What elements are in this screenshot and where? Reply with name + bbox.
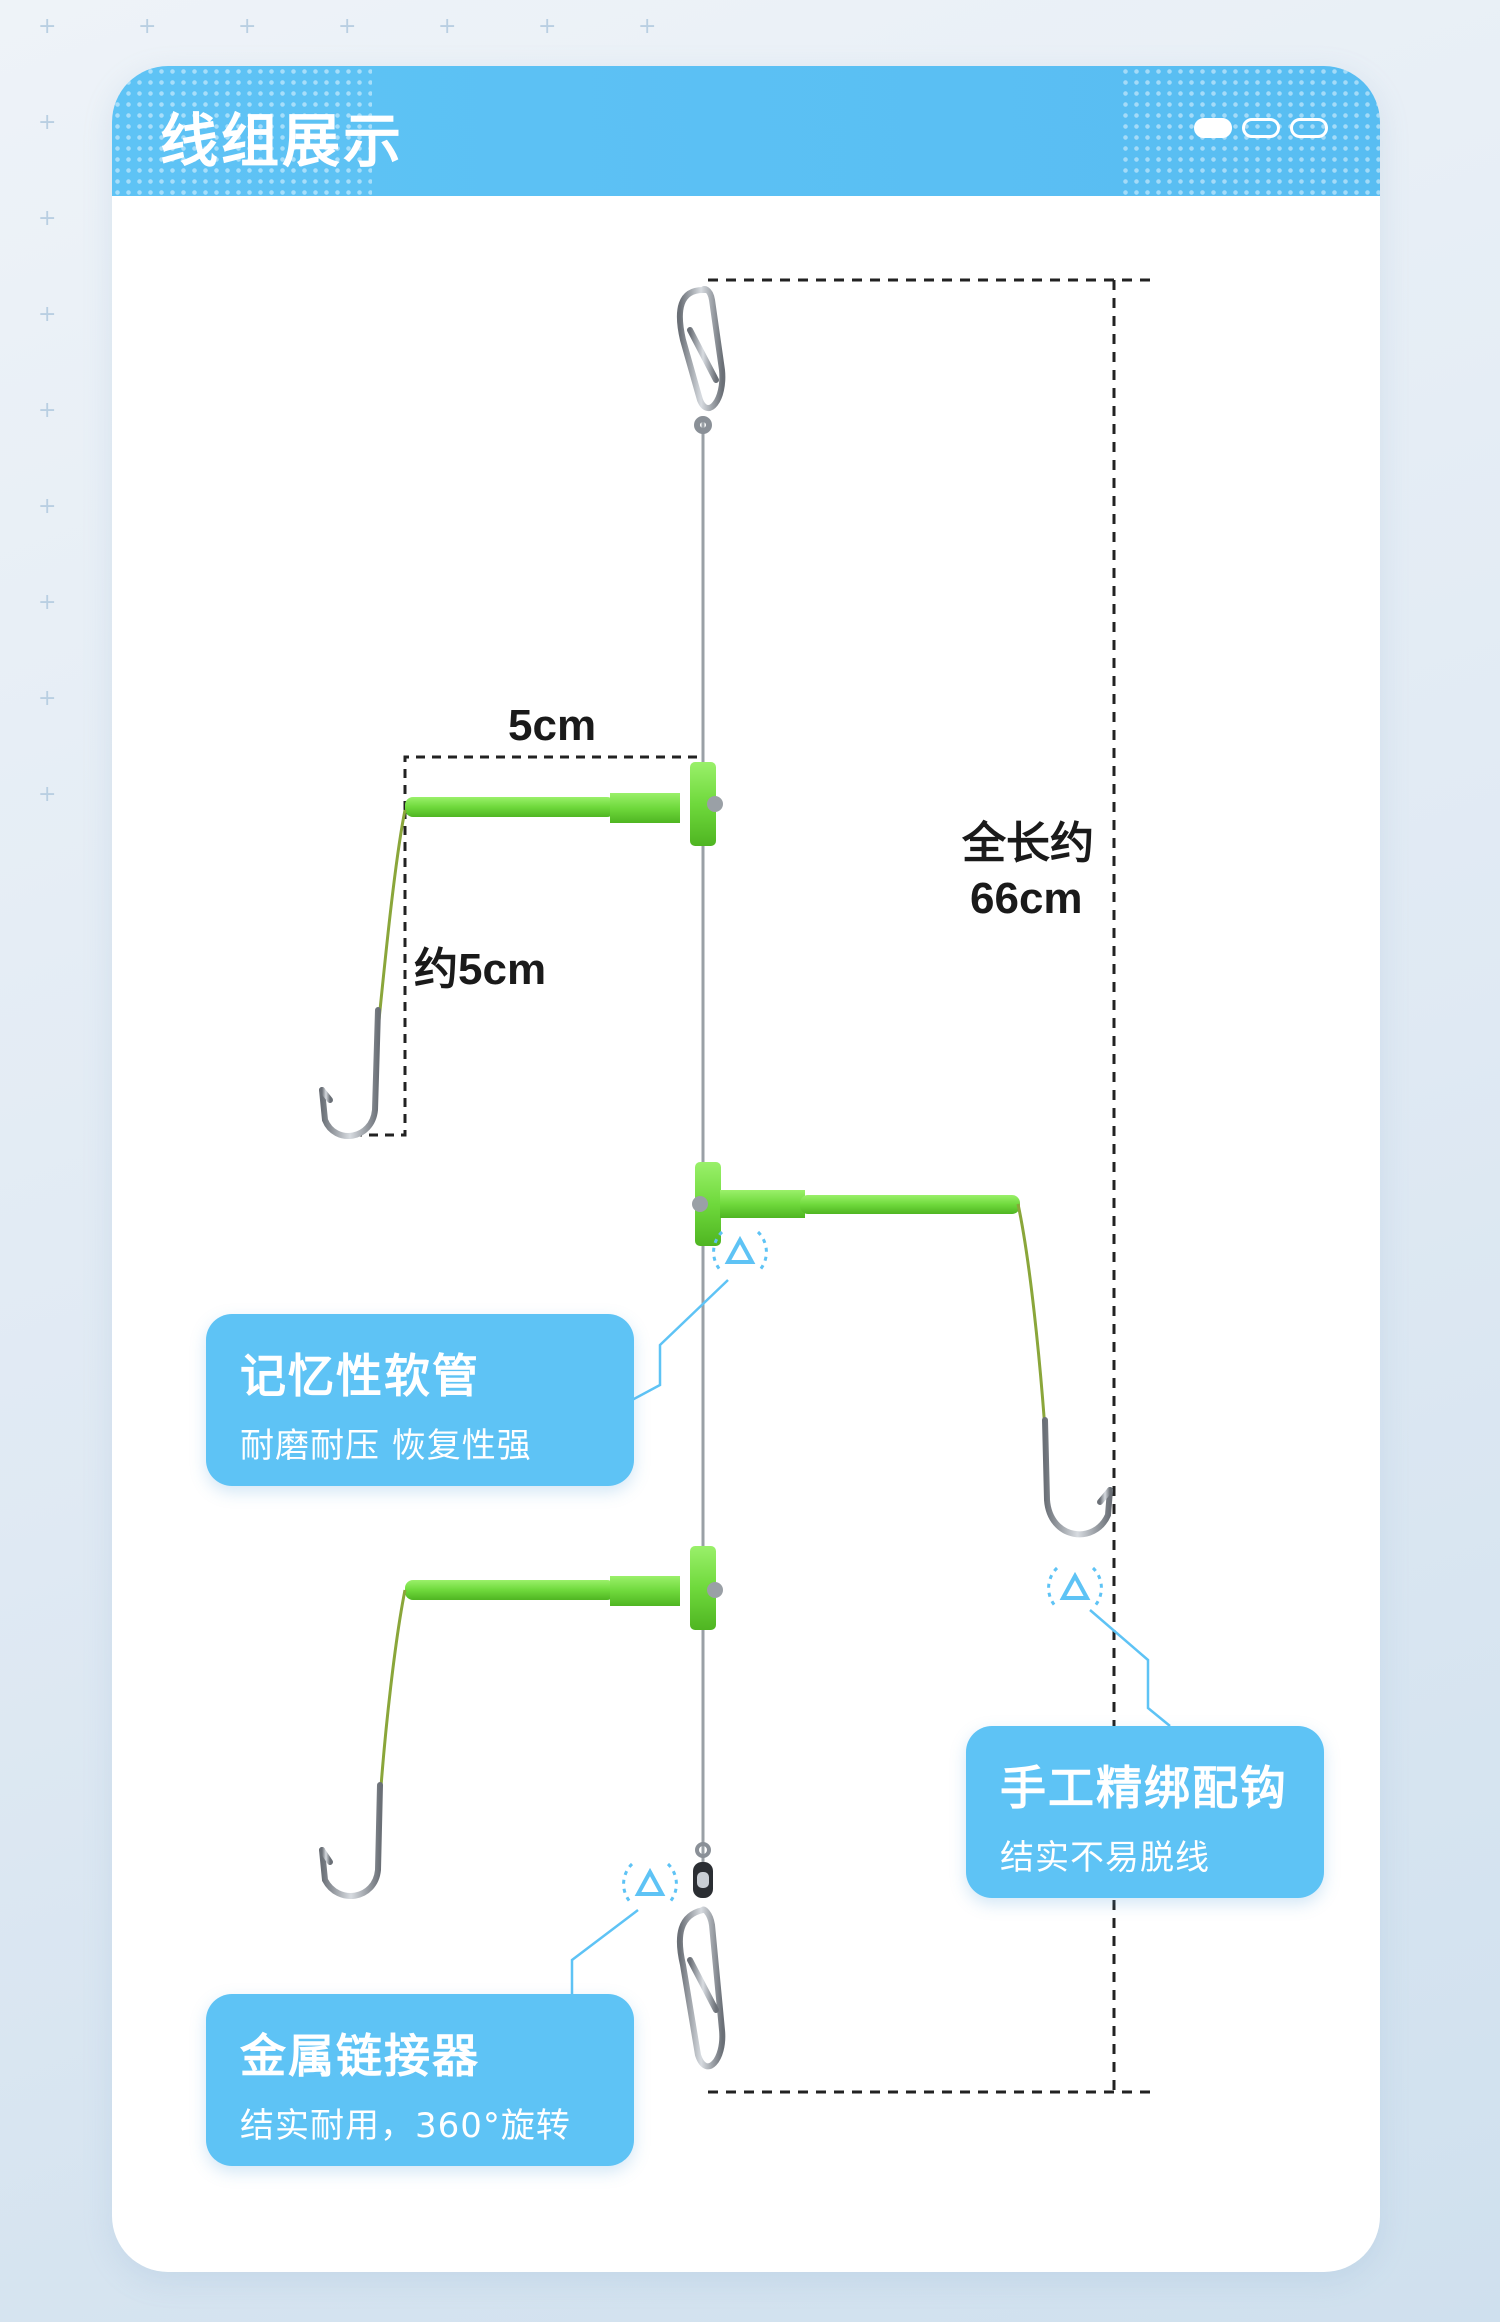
pager-dot-2[interactable]: [1242, 118, 1280, 138]
carousel-indicator[interactable]: [1194, 118, 1328, 138]
middle-snell: [1016, 1203, 1047, 1431]
section-title: 线组展示: [160, 107, 405, 175]
connector-callout: 金属链接器 结实耐用，360°旋转: [206, 1994, 634, 2166]
bottom-swivel-icon: [693, 1842, 713, 1898]
arm-length-label: 5cm: [508, 701, 597, 750]
snell-length-label: 约5cm: [414, 945, 547, 994]
middle-hook-icon: [1042, 1417, 1113, 1538]
tube-leader: [631, 1279, 729, 1402]
upper-boom-arm: [405, 762, 723, 846]
connector-leader: [570, 1909, 639, 1994]
hook-marker-icon: [1047, 1566, 1103, 1610]
lower-hook-icon: [319, 1782, 383, 1899]
upper-snell: [376, 809, 407, 1031]
tube-callout: 记忆性软管 耐磨耐压 恢复性强: [206, 1314, 634, 1486]
lower-boom-arm: [405, 1546, 723, 1630]
bottom-snap-icon: [676, 1906, 726, 2070]
product-card: 线组展示: [112, 66, 1380, 2272]
header-dots-pattern: [112, 66, 372, 196]
pager-dot-1[interactable]: [1194, 118, 1232, 138]
lower-snell: [378, 1589, 407, 1801]
middle-boom-arm: [692, 1162, 1020, 1246]
connector-callout-title: 金属链接器: [240, 2029, 480, 2083]
top-snap-icon: [676, 286, 726, 434]
tube-callout-title: 记忆性软管: [240, 1349, 480, 1403]
total-length-dimension: [708, 278, 1150, 2094]
hook-callout-subtitle: 结实不易脱线: [1000, 1838, 1210, 1878]
card-header: 线组展示: [112, 66, 1380, 196]
tube-marker-icon: [712, 1230, 768, 1274]
connector-callout-subtitle: 结实耐用，360°旋转: [240, 2106, 571, 2146]
pager-dot-3[interactable]: [1290, 118, 1328, 138]
hook-leader: [1089, 1609, 1171, 1727]
tube-callout-subtitle: 耐磨耐压 恢复性强: [240, 1426, 532, 1466]
hook-callout: 手工精绑配钩 结实不易脱线: [966, 1726, 1324, 1898]
connector-marker-icon: [622, 1862, 678, 1906]
total-length-value: 66cm: [970, 874, 1083, 923]
upper-hook-icon: [319, 1007, 381, 1139]
hook-callout-title: 手工精绑配钩: [1000, 1761, 1288, 1815]
total-length-label: 全长约: [962, 819, 1094, 868]
